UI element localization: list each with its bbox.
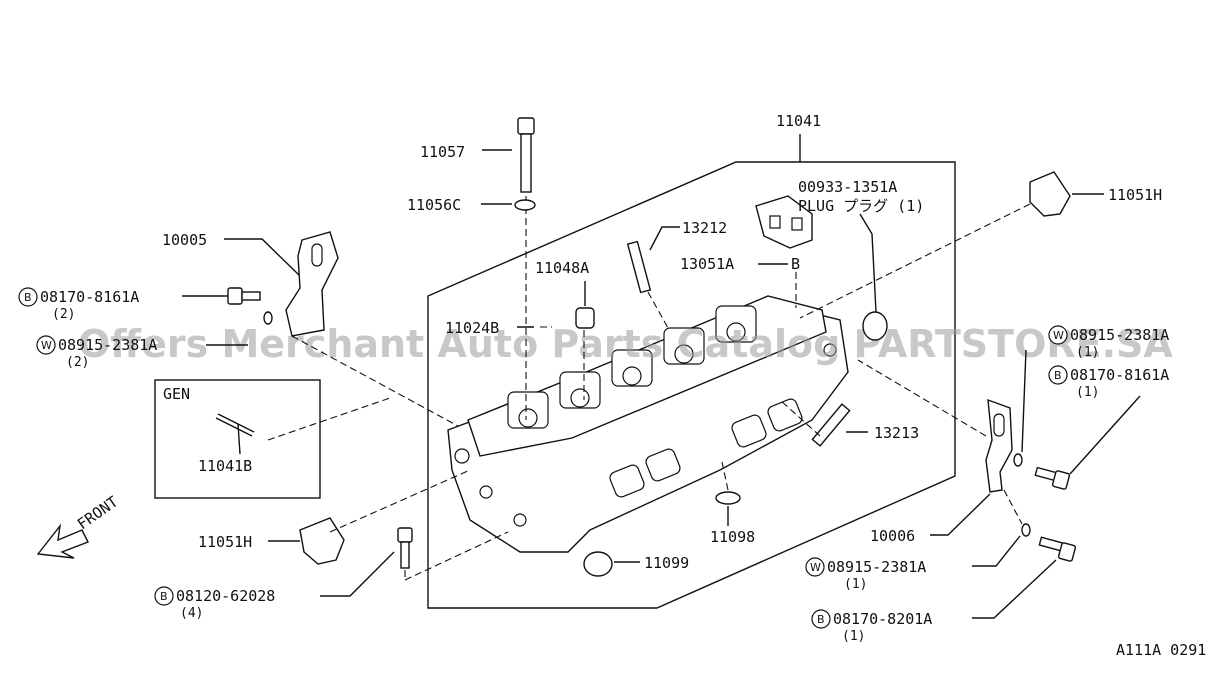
bracket-10005: [285, 231, 339, 337]
part-08170-8161a-left[interactable]: 08170-8161A: [40, 288, 139, 306]
part-00933-1351a[interactable]: 00933-1351A: [798, 178, 897, 196]
part-08915-2381a-right-top[interactable]: 08915-2381A: [1070, 326, 1169, 344]
seal-11098: [715, 491, 741, 505]
svg-text:(1): (1): [842, 629, 865, 644]
seal-11048a: [575, 307, 595, 329]
bolt-symbol-right: [1048, 365, 1068, 385]
plug-00933: [862, 311, 888, 341]
part-11057[interactable]: 11057: [420, 143, 465, 161]
svg-text:(4): (4): [180, 606, 203, 621]
bolt-08120-62028: [397, 527, 413, 569]
svg-text:(2): (2): [52, 307, 75, 322]
part-08915-2381a-left[interactable]: 08915-2381A: [58, 336, 157, 354]
part-11041b[interactable]: 11041B: [198, 457, 252, 475]
plug-label: PLUG プラグ (1): [798, 197, 924, 215]
washer-08915-right-bottom: [1021, 523, 1031, 537]
washer-11056c: [514, 199, 536, 211]
dowel-13212: [626, 240, 652, 294]
washer-symbol-right-bottom: [805, 557, 825, 577]
seal-11099: [583, 551, 613, 577]
part-11024b[interactable]: 11024B: [445, 319, 499, 337]
washer-08915-right-top: [1013, 453, 1023, 467]
callout-b-13051a: B: [791, 255, 800, 273]
bracket-10006: [985, 398, 1013, 493]
bracket-13051a: [755, 195, 813, 249]
part-11056c[interactable]: 11056C: [407, 196, 461, 214]
hanger-11051h-top: [1029, 171, 1071, 217]
bolt-symbol-left: [18, 287, 38, 307]
watermark: Offers Merchant Auto Parts Catalog PARTS…: [78, 322, 1173, 366]
svg-text:W: W: [810, 561, 821, 574]
part-10005[interactable]: 10005: [162, 231, 207, 249]
svg-text:(1): (1): [1076, 385, 1099, 400]
part-11099[interactable]: 11099: [644, 554, 689, 572]
part-11051h-bottom[interactable]: 11051H: [198, 533, 252, 551]
washer-symbol-right-top: [1048, 325, 1068, 345]
part-08170-8201a[interactable]: 08170-8201A: [833, 610, 932, 628]
svg-text:B: B: [160, 590, 168, 603]
cylinder-head: [447, 295, 849, 553]
bolt-symbol-08120: [154, 586, 174, 606]
washer-08915-left: [263, 311, 273, 325]
svg-text:(1): (1): [1076, 345, 1099, 360]
part-11051h-top[interactable]: 11051H: [1108, 186, 1162, 204]
part-11041[interactable]: 11041: [776, 112, 821, 130]
washer-symbol-left: [36, 335, 56, 355]
part-11098[interactable]: 11098: [710, 528, 755, 546]
part-08120-62028[interactable]: 08120-62028: [176, 587, 275, 605]
bolt-symbol-08170-8201a: [811, 609, 831, 629]
part-10006[interactable]: 10006: [870, 527, 915, 545]
part-08915-2381a-right-bottom[interactable]: 08915-2381A: [827, 558, 926, 576]
gen-box: [154, 379, 321, 499]
diagram-reference: A111A 0291: [1116, 641, 1206, 659]
front-arrow: [36, 523, 89, 559]
stud-11041b: [215, 413, 255, 455]
bolt-08170-8201a: [1038, 536, 1077, 562]
hanger-11051h-bottom: [299, 517, 345, 565]
part-08170-8161a-right[interactable]: 08170-8161A: [1070, 366, 1169, 384]
svg-text:(1): (1): [844, 577, 867, 592]
bolt-11057: [517, 117, 535, 193]
bolt-08170-8161a-right: [1034, 466, 1071, 490]
svg-text:W: W: [41, 339, 52, 352]
part-13213[interactable]: 13213: [874, 424, 919, 442]
svg-text:(2): (2): [66, 355, 89, 370]
assembly-frame: [427, 161, 956, 609]
svg-text:W: W: [1053, 329, 1064, 342]
dowel-13213: [811, 403, 851, 447]
part-13051a[interactable]: 13051A: [680, 255, 734, 273]
svg-text:B: B: [817, 613, 825, 626]
part-13212[interactable]: 13212: [682, 219, 727, 237]
part-11048a[interactable]: 11048A: [535, 259, 589, 277]
front-label: FRONT: [74, 493, 121, 534]
gen-label: GEN: [163, 385, 190, 403]
svg-text:B: B: [24, 291, 32, 304]
svg-text:B: B: [1054, 369, 1062, 382]
bolt-08170-8161a-left: [227, 287, 261, 305]
